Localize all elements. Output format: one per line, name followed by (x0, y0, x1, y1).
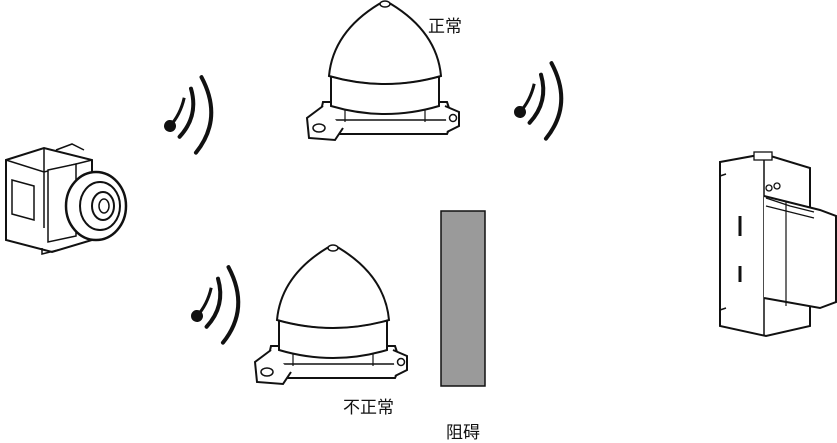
wireless-signal-icon (155, 74, 220, 159)
label-abnormal: 不正常 (343, 398, 394, 418)
push-button-transmitter-icon (5, 143, 128, 255)
label-normal: 正常 (428, 17, 462, 37)
wireless-signal-icon (182, 264, 247, 349)
wireless-signal-icon (505, 60, 570, 145)
label-obstacle: 阻碍 (446, 423, 480, 443)
repeater-abnormal-icon (254, 244, 408, 385)
obstacle-wall (440, 210, 486, 387)
din-rail-receiver-icon (719, 151, 837, 338)
